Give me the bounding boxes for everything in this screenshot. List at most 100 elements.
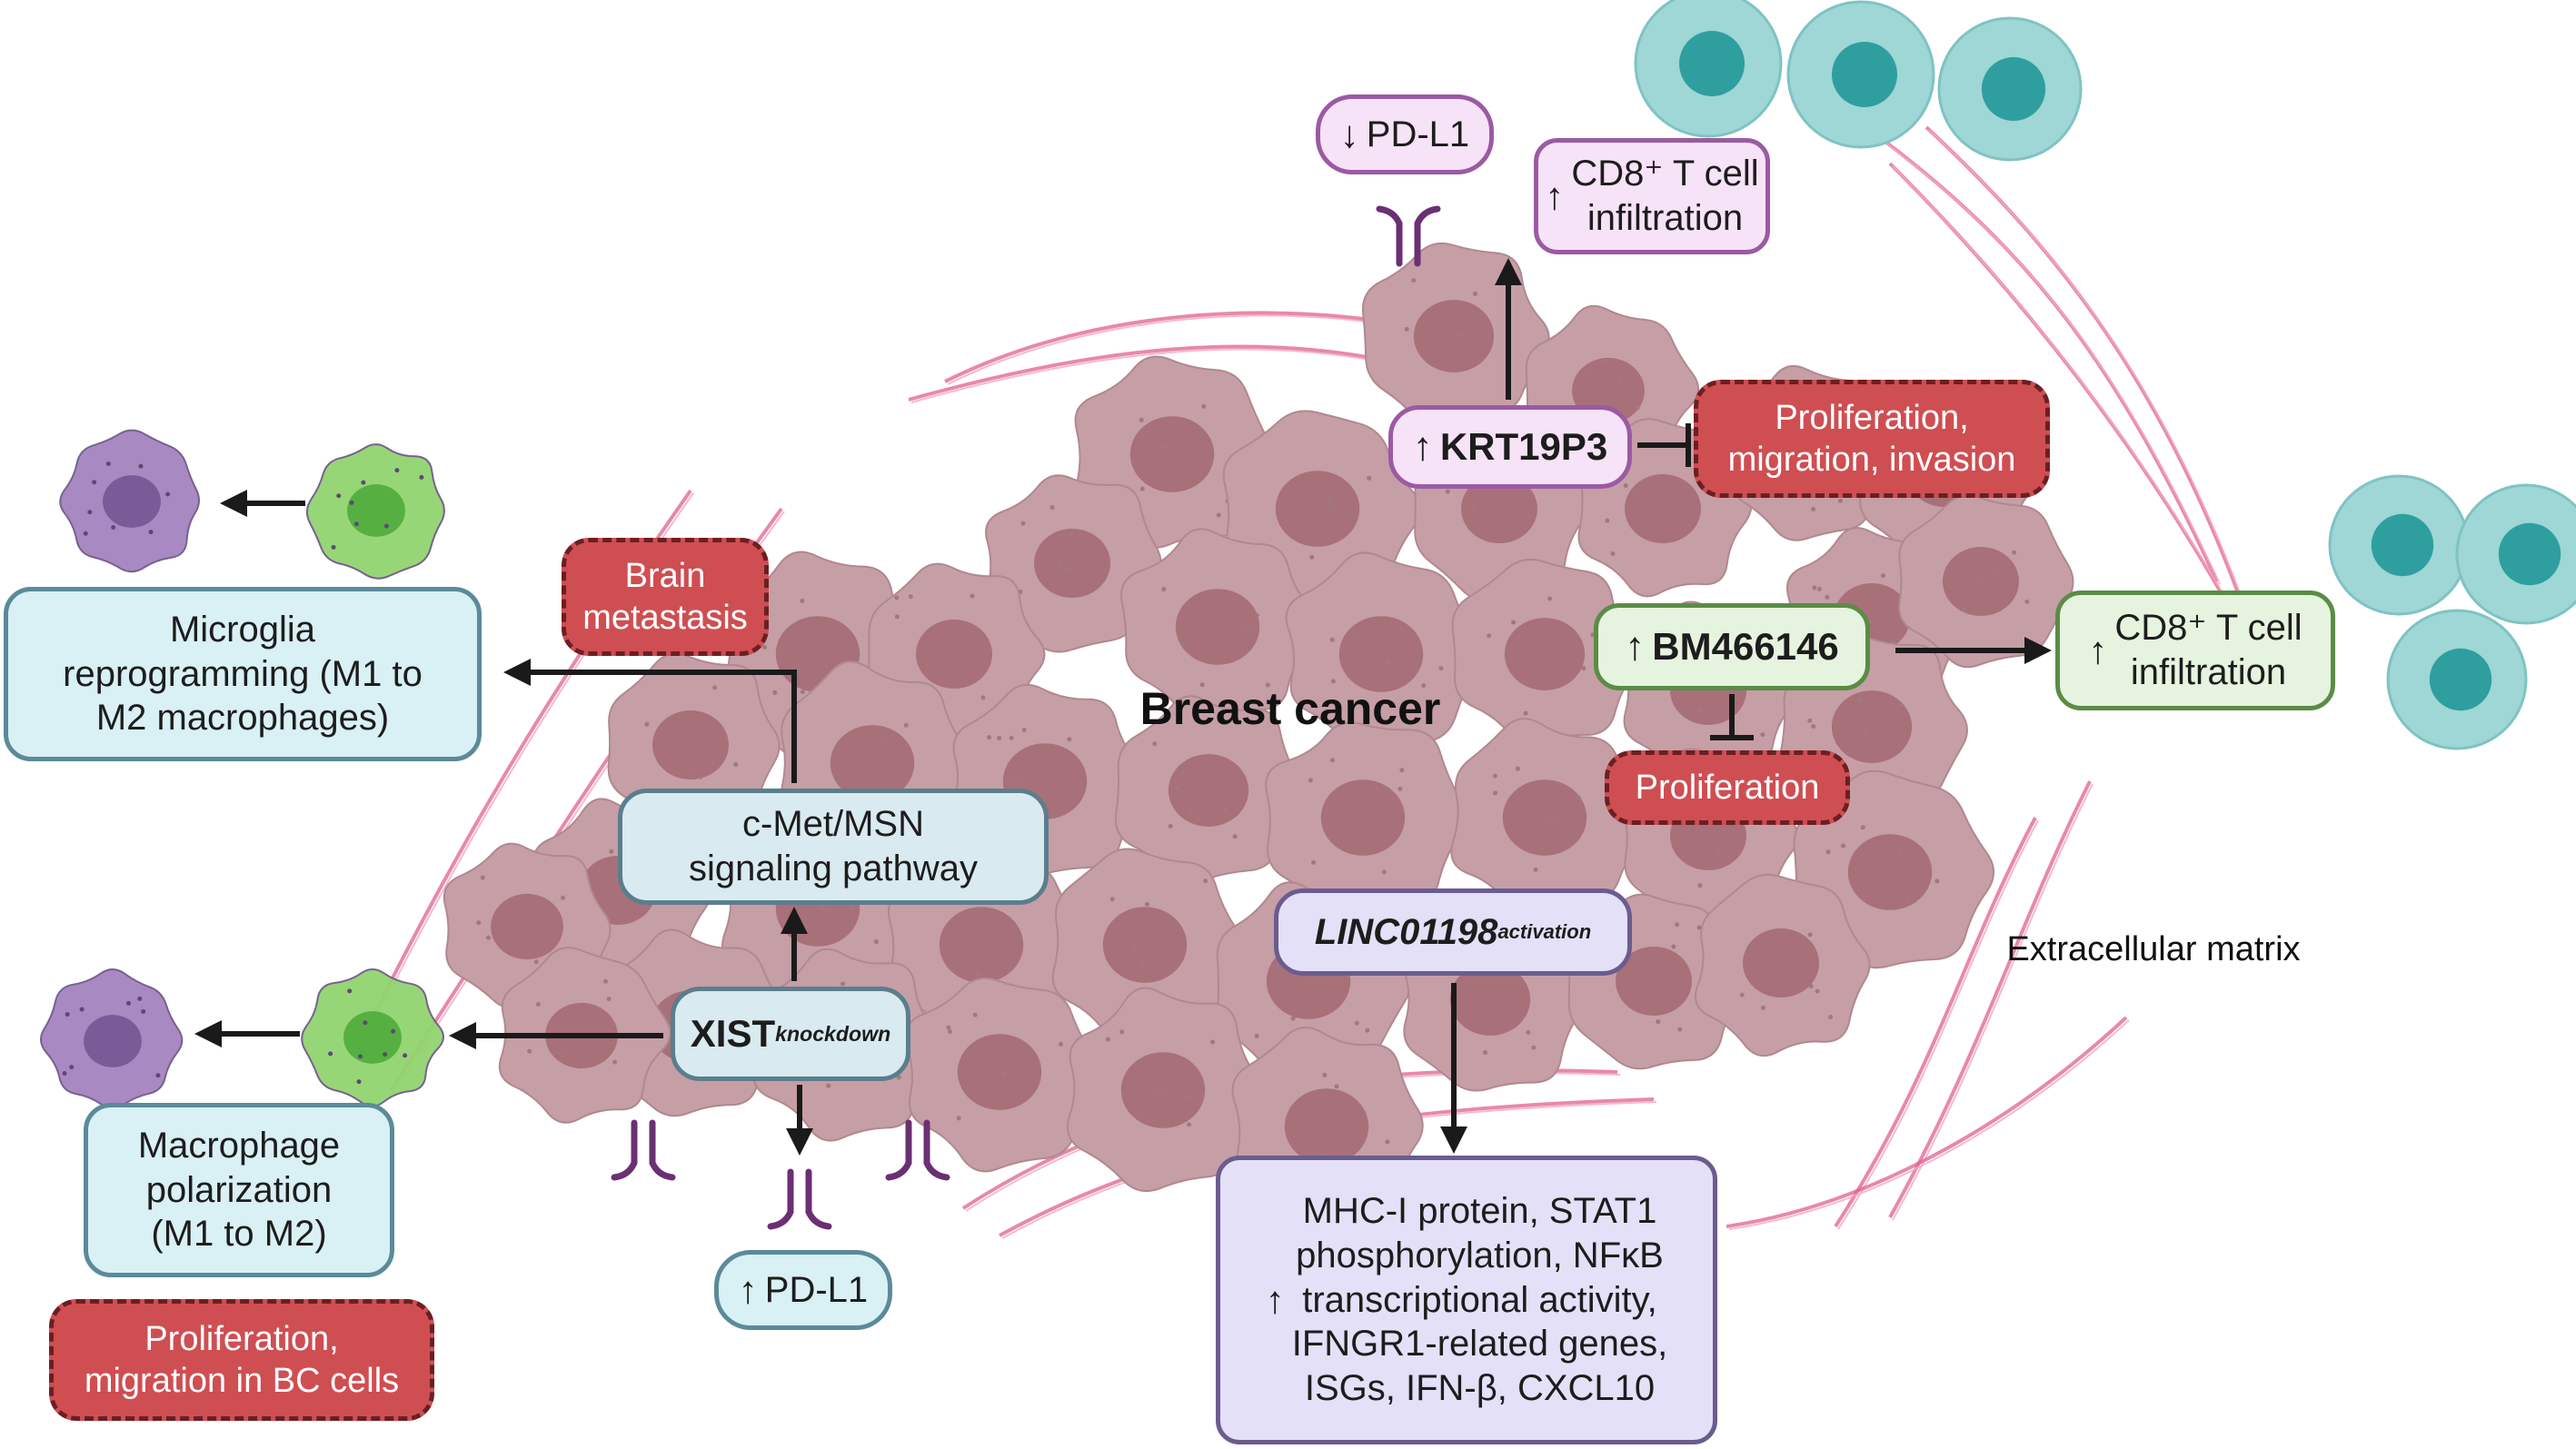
tumor-cell-granule xyxy=(1576,796,1582,801)
ecm-fiber-strand xyxy=(1892,783,2094,1221)
tumor-cell-granule xyxy=(1549,817,1555,822)
krt19p3-inhibits-proliferation xyxy=(1637,423,1691,467)
t-cell-nucleus xyxy=(2498,522,2561,586)
m1-macrophage-cell-granule xyxy=(347,988,353,994)
tumor-cell-granule xyxy=(1006,965,1011,970)
macro-line1: Macrophage xyxy=(137,1125,341,1166)
tumor-cell-granule xyxy=(1605,518,1610,523)
tumor-cell-nucleus xyxy=(652,710,729,779)
c-met-to-microglia-arrow xyxy=(503,659,797,783)
tumor-cell-granule xyxy=(712,685,718,690)
tumor-cell-granule xyxy=(1811,724,1816,729)
tumor-cell-granule xyxy=(1816,586,1822,591)
tumor-cell-granule xyxy=(561,895,566,900)
brain-line1: Brain xyxy=(624,556,706,595)
tumor-cell-granule xyxy=(1021,727,1027,732)
tumor-cell-granule xyxy=(1869,619,1875,624)
tumor-cell-granule xyxy=(1656,1019,1661,1025)
tumor-cell-granule xyxy=(1438,666,1444,671)
ecm-fiber xyxy=(908,344,1400,402)
tumor-cell-granule xyxy=(894,614,900,620)
tumor-cell-granule xyxy=(1815,988,1820,994)
proliferation-label: Proliferation xyxy=(1635,768,1820,807)
tumor-cell-granule xyxy=(1531,1045,1537,1050)
tumor-cell-granule xyxy=(1059,1041,1064,1047)
tumor-cell-granule xyxy=(1811,507,1816,512)
m2-macrophage-cell-granule xyxy=(125,1000,131,1006)
tumor-cell-granule xyxy=(903,722,909,728)
tumor-cell-granule xyxy=(1357,630,1362,635)
proliferation-migration-bc-box: Proliferation, migration in BC cells xyxy=(49,1299,434,1421)
extracellular-matrix-fibers xyxy=(371,116,2275,1239)
krt19p3-box: ↑KRT19P3 xyxy=(1388,405,1632,489)
m2-macrophage-cell-granule xyxy=(111,524,116,530)
tumor-cell-granule xyxy=(1487,633,1492,639)
tumor-cell-granule xyxy=(1139,486,1145,491)
mhc-line5: ISGs, IFN-β, CXCL10 xyxy=(1304,1368,1656,1409)
t-cell-nucleus xyxy=(2371,513,2434,577)
tumor-cell-granule xyxy=(1697,708,1703,713)
microglia-cell-granule xyxy=(419,474,424,480)
tumor-cell-granule xyxy=(1523,710,1528,716)
tumor-cell-granule xyxy=(535,1001,541,1007)
tumor-cell-granule xyxy=(1152,741,1158,747)
tumor-cell-granule xyxy=(1635,405,1640,411)
tumor-cell-granule xyxy=(980,695,986,700)
tumor-cell-granule xyxy=(840,981,846,987)
tumor-cell-granule xyxy=(1974,581,1979,586)
m2-macrophage-cell-granule xyxy=(92,480,97,485)
m2-macrophage-cell-granule xyxy=(62,1071,67,1077)
m2-macrophage-cell-granule xyxy=(165,491,171,497)
cd8-top-line1: CD8⁺ T cell xyxy=(1571,154,1759,194)
tumor-cell-granule xyxy=(1179,640,1185,646)
tumor-cell-granule xyxy=(947,1029,952,1035)
tumor-cell-granule xyxy=(603,978,609,984)
ecm-fiber-strand xyxy=(947,314,1421,385)
tumor-cell-granule xyxy=(1367,475,1372,481)
tumor-cell-nucleus xyxy=(1102,907,1188,983)
tumor-cell-granule xyxy=(826,1083,831,1088)
pmbc-line1: Proliferation, xyxy=(144,1319,339,1358)
tumor-cell-granule xyxy=(762,644,768,650)
tumor-cell-granule xyxy=(562,1048,568,1054)
tumor-cell-granule xyxy=(1533,867,1538,872)
tumor-cell-granule xyxy=(1000,1071,1006,1077)
tumor-cell-granule xyxy=(689,773,694,779)
tumor-cell-nucleus xyxy=(1034,529,1110,598)
tumor-cell-granule xyxy=(1365,1027,1370,1033)
immune-cells xyxy=(40,429,445,1109)
tumor-cell-granule xyxy=(1807,932,1813,938)
tumor-cell-granule xyxy=(1187,1122,1192,1127)
pd-l1-upregulated-box: ↑PD-L1 xyxy=(714,1250,892,1330)
tumor-cell-granule xyxy=(997,735,1002,740)
tumor-cell-granule xyxy=(987,735,992,740)
krt19p3-label: KRT19P3 xyxy=(1439,425,1608,469)
tumor-cell-granule xyxy=(1761,1005,1766,1010)
tumor-cell-granule xyxy=(1322,1072,1328,1077)
tumor-cell-granule xyxy=(772,690,778,695)
tumor-cell-granule xyxy=(733,762,739,768)
tumor-cell-granule xyxy=(1329,637,1335,642)
tumor-cell-granule xyxy=(1245,623,1250,629)
m1-macrophage-cell-granule xyxy=(363,1020,368,1026)
tumor-cell-granule xyxy=(972,1012,978,1017)
pd-l1-receptor xyxy=(885,1119,950,1181)
c-met-msn-signaling-box: c-Met/MSN signaling pathway xyxy=(618,789,1049,905)
tumor-cell-granule xyxy=(1992,571,1997,576)
tumor-cell-granule xyxy=(1175,786,1180,791)
tumor-cell-granule xyxy=(1187,1096,1192,1101)
tumor-cell-nucleus xyxy=(1120,1052,1206,1128)
ecm-fiber-strand xyxy=(1928,129,2275,694)
pd-l1-receptor xyxy=(611,1119,676,1181)
microglia-line3: M2 macrophages) xyxy=(95,698,390,739)
tumor-cell-granule xyxy=(1760,732,1765,738)
tumor-cell-granule xyxy=(800,690,805,695)
microglia-line2: reprogramming (M1 to xyxy=(63,653,423,694)
m2-macrophage-cell-granule xyxy=(138,463,144,469)
tumor-cell-granule xyxy=(1482,1049,1487,1055)
tumor-cell-granule xyxy=(698,774,703,779)
tumor-cell-granule xyxy=(1671,944,1676,949)
tumor-cell-granule xyxy=(1223,807,1228,812)
